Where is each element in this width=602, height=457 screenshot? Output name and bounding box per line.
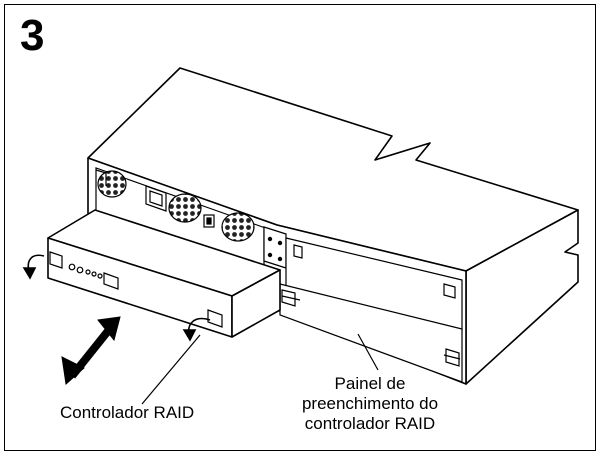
right-latch [207, 309, 223, 328]
filler-panel-label-line-2: preenchimento do [301, 394, 439, 413]
step-number: 3 [20, 11, 45, 60]
filler-panel-label-line-1: Painel de [334, 374, 406, 393]
fan-vent-right [221, 212, 255, 242]
slide-direction-arrow [61, 316, 121, 385]
fan-vent-left [97, 170, 127, 198]
raid-controller-label: Controlador RAID [60, 403, 195, 422]
latch-rotate-arrows [22, 254, 211, 342]
mounting-bracket [263, 226, 287, 269]
callout-line-filler [357, 333, 379, 371]
callout-lines [141, 333, 379, 405]
callout-line-raid [141, 334, 201, 405]
ethernet-port [103, 272, 119, 290]
enclosure-side [465, 209, 579, 385]
fan-vent-middle [168, 193, 202, 223]
left-latch [49, 251, 63, 269]
raid-controller-module [47, 209, 281, 338]
controller-end [231, 269, 281, 338]
filler-panel-label: Painel de preenchimento do controlador R… [270, 374, 470, 434]
filler-panel-label-line-3: controlador RAID [304, 414, 436, 433]
